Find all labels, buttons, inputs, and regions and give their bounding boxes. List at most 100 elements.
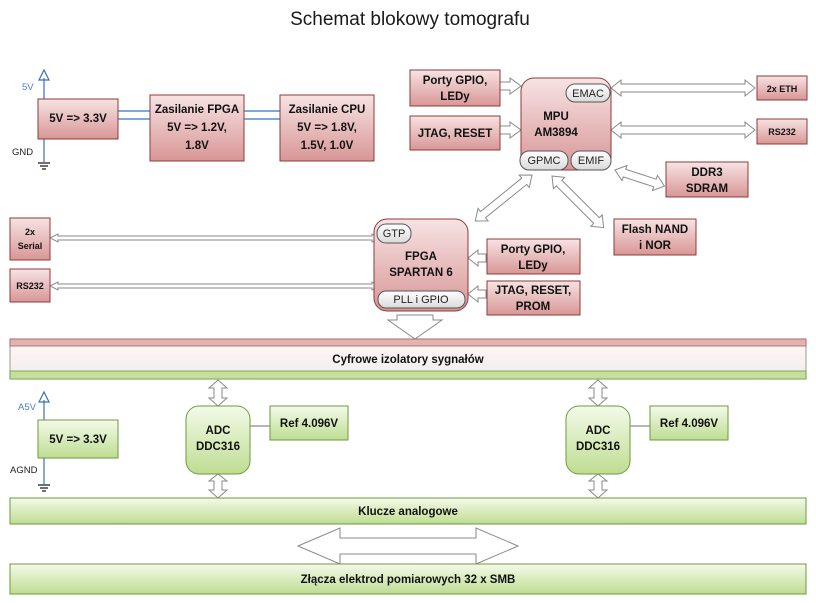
fpga-gpio-line1: Porty GPIO, (501, 244, 566, 256)
mpu-jtag-box (409, 115, 501, 151)
gtp-port (376, 223, 412, 244)
adc-right-box (565, 405, 631, 475)
emif-port (570, 150, 612, 171)
fpga-supply-box (149, 94, 245, 162)
mpu-jtag-label: JTAG, RESET (418, 128, 493, 140)
cpu-supply-line2: 5V => 1.8V, (297, 122, 357, 134)
arrow-adc-left-switches (207, 473, 229, 499)
analog-switches-box (9, 497, 807, 525)
adc-right-section: ADC DDC316 Ref 4.096V (565, 405, 729, 475)
flash-line1: Flash NAND (622, 224, 688, 236)
fpga-label-line1: FPGA (405, 251, 437, 263)
pll-gpio-label: PLL i GPIO (393, 294, 449, 306)
analog-switches-label: Klucze analogowe (358, 506, 458, 518)
arrow-serial-fpga (48, 233, 382, 243)
arrow-jtag-fpga (467, 284, 487, 304)
mpu-gpio-line1: Porty GPIO, (423, 75, 488, 87)
ref-right-box (649, 405, 729, 441)
rail-a5v-label: A5V (18, 402, 37, 413)
eth-box (756, 75, 808, 101)
mpu-section: Porty GPIO, LEDy JTAG, RESET MPU AM3894 … (409, 69, 808, 256)
emac-port (565, 83, 611, 103)
fpga-rs232-label: RS232 (16, 281, 44, 291)
fpga-supply-line1: Zasilanie FPGA (155, 104, 239, 116)
electrodes-box (9, 563, 807, 595)
analog-regulator-box (37, 419, 119, 459)
isolators-label: Cyfrowe izolatory sygnałów (332, 354, 484, 366)
fpga-gpio-box (486, 238, 581, 275)
arrow-gpio-fpga (467, 248, 487, 268)
fpga-jtag-line2: PROM (516, 301, 551, 313)
cpu-supply-line1: Zasilanie CPU (289, 104, 366, 116)
arrow-iso-adc-left (207, 379, 229, 407)
arrow-mpu-rs232 (610, 120, 756, 140)
emac-label: EMAC (572, 88, 604, 100)
ddr3-line2: SDRAM (686, 183, 728, 195)
arrow-adc-right-switches (587, 473, 609, 499)
regulator-label: 5V => 3.3V (49, 113, 107, 125)
flash-line2: i NOR (639, 240, 672, 252)
rail-5v-label: 5V (22, 82, 34, 93)
vcc-arrow-icon (38, 68, 50, 81)
top-power-section: 5V GND 5V => 3.3V Zasilanie FPGA 5V => 1… (12, 68, 375, 170)
arrow-switches-electrodes (296, 527, 520, 565)
fpga-supply-line2: 5V => 1.2V, (167, 122, 227, 134)
arrow-iso-adc-right (587, 379, 609, 407)
gnd-label: GND (12, 147, 33, 158)
gtp-label: GTP (383, 228, 406, 240)
ref-left-label: Ref 4.096V (280, 418, 339, 430)
analog-ground-icon (38, 484, 50, 492)
arrow-gpmc-flash (551, 175, 605, 229)
adc-right-line2: DDC316 (576, 441, 620, 453)
serial-line2: Serial (18, 241, 43, 251)
emif-label: EMIF (578, 155, 605, 167)
adc-left-box (185, 405, 251, 475)
arrow-fpga-isolators (386, 314, 444, 340)
adc-right-line1: ADC (586, 425, 611, 437)
regulator-box (37, 98, 119, 140)
ref-right-label: Ref 4.096V (660, 418, 719, 430)
ddr3-line1: DDR3 (691, 167, 722, 179)
ddr3-box (665, 161, 749, 198)
adc-left-section: ADC DDC316 Ref 4.096V (185, 405, 349, 475)
serial-box (9, 217, 51, 261)
fpga-label-line2: SPARTAN 6 (389, 267, 452, 279)
agnd-label: AGND (10, 465, 38, 476)
connection-arrows (48, 77, 756, 565)
arrow-mpu-eth (610, 78, 756, 98)
bottom-power-section: A5V AGND 5V => 3.3V (10, 390, 119, 492)
arrow-emif-ddr3 (614, 164, 666, 192)
fpga-supply-line3: 1.8V (185, 140, 209, 152)
pll-gpio-port (377, 290, 466, 309)
arrow-gpmc-fpga (474, 174, 533, 222)
arrow-rs232-fpga (48, 281, 382, 291)
mpu-label-line2: AM3894 (534, 127, 578, 139)
gpmc-port (519, 150, 569, 171)
cpu-supply-box (279, 94, 375, 162)
isolators-band: Cyfrowe izolatory sygnałów (9, 338, 807, 380)
ref-left-box (269, 405, 349, 441)
eth-label: 2x ETH (767, 84, 798, 94)
serial-line1: 2x (25, 227, 35, 237)
mpu-gpio-line2: LEDy (440, 91, 470, 103)
mpu-gpio-box (409, 69, 501, 107)
cpu-supply-line3: 1.5V, 1.0V (301, 140, 354, 152)
mpu-label-line1: MPU (543, 111, 569, 123)
flash-box (613, 218, 697, 256)
electrodes-label: Złącza elektrod pomiarowych 32 x SMB (301, 574, 516, 586)
fpga-section: 2x Serial RS232 FPGA SPARTAN 6 GTP PLL i… (9, 217, 581, 316)
arrow-jtag-mpu (499, 121, 522, 139)
analog-regulator-label: 5V => 3.3V (49, 434, 107, 446)
arrow-gpio-mpu (499, 77, 522, 95)
gpmc-label: GPMC (528, 155, 561, 167)
adc-left-line1: ADC (206, 425, 231, 437)
avcc-arrow-icon (38, 390, 50, 403)
fpga-gpio-line2: LEDy (518, 260, 548, 272)
fpga-rs232-box (9, 268, 51, 303)
fpga-jtag-line1: JTAG, RESET, (495, 285, 571, 297)
mpu-rs232-box (756, 118, 808, 145)
mpu-rs232-label: RS232 (768, 127, 796, 137)
diagram-title: Schemat blokowy tomografu (290, 9, 530, 30)
fpga-jtag-box (486, 280, 581, 316)
